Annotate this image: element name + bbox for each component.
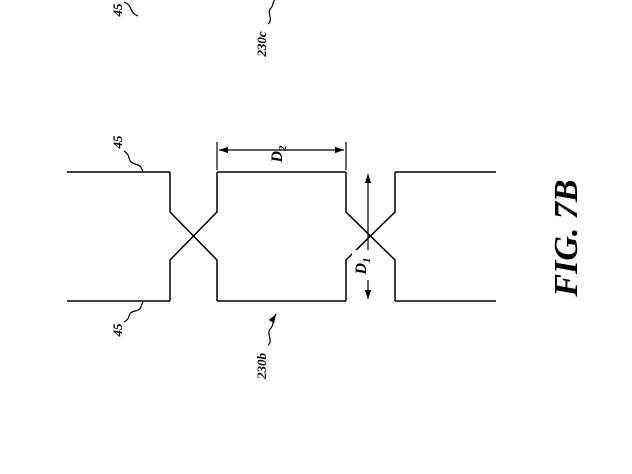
d2-subscript: 2 bbox=[277, 145, 289, 152]
ref-45-upper-label: 45 bbox=[110, 135, 125, 150]
ref-45-top: 45 bbox=[110, 2, 138, 18]
ref-230b: 230b bbox=[254, 314, 276, 380]
d2-label: D bbox=[269, 151, 286, 164]
ref-45-lower: 45 bbox=[110, 302, 143, 338]
ref-45-lower-label: 45 bbox=[110, 323, 125, 338]
ref-230c-label: 230c bbox=[254, 31, 269, 58]
svg-text:D2: D2 bbox=[269, 145, 289, 164]
dimension-d2: D2 bbox=[217, 142, 346, 170]
d1-subscript: 1 bbox=[361, 257, 373, 263]
figure-caption: FIG. 7B bbox=[548, 179, 585, 297]
ref-45-upper: 45 bbox=[110, 135, 143, 171]
ref-230c: 230c bbox=[254, 0, 275, 58]
left-crossing bbox=[170, 172, 217, 301]
right-crossing bbox=[346, 172, 395, 301]
d1-label: D bbox=[353, 263, 370, 276]
ref-45-top-label: 45 bbox=[110, 3, 125, 18]
figure-caption-text: FIG. 7B bbox=[548, 179, 585, 297]
ref-230b-label: 230b bbox=[254, 353, 269, 381]
